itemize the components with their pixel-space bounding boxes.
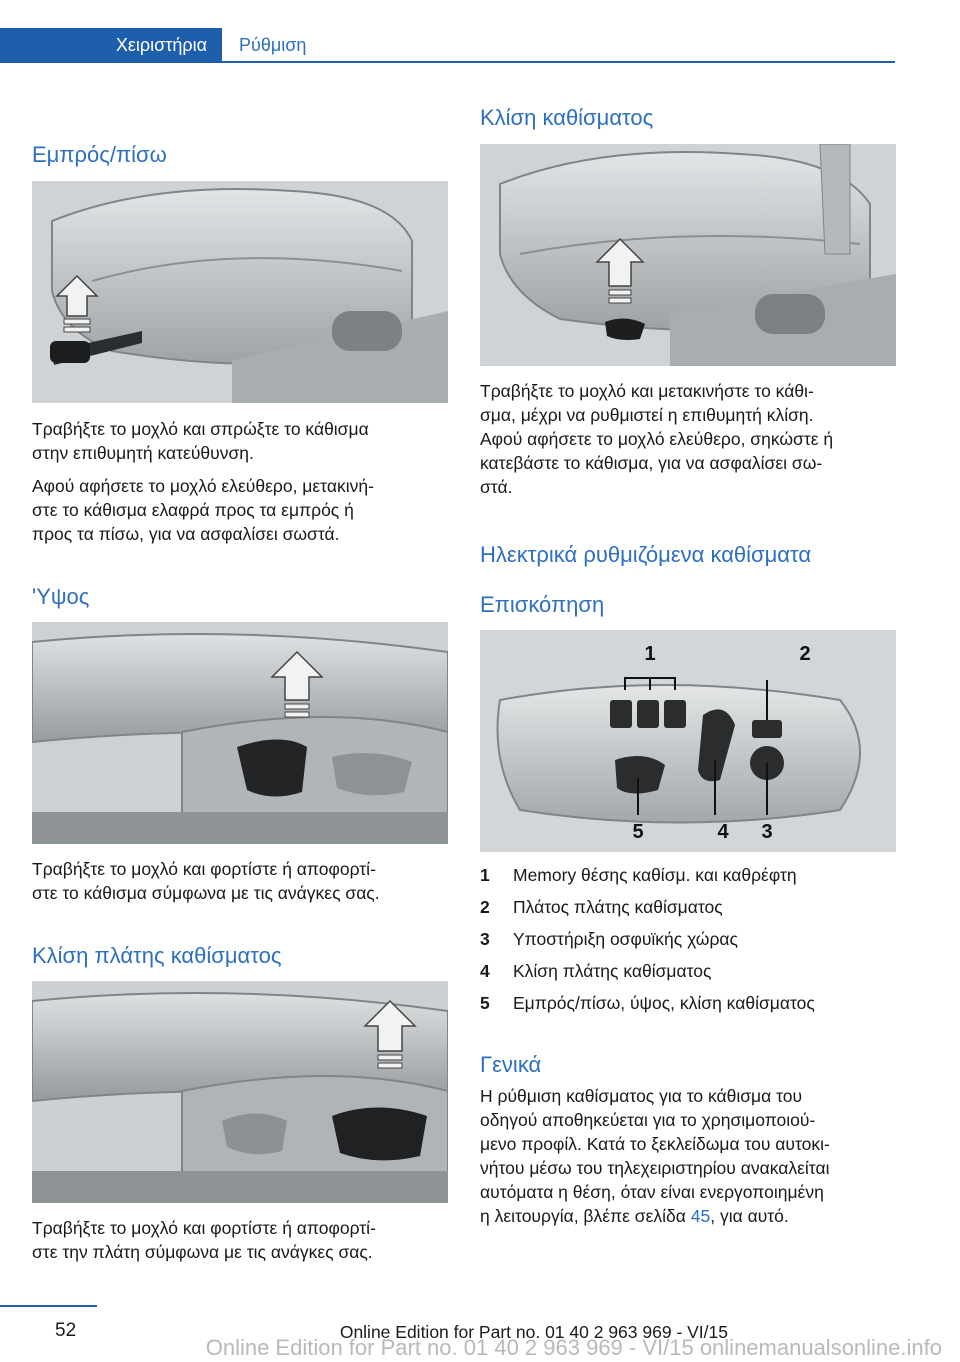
left-para-1-line-2: στην επιθυμητή κατεύθυνση.	[32, 443, 254, 463]
right-para-2-line-4: νήτου μέσω του τηλεχειριστηρίου ανακαλεί…	[480, 1158, 830, 1178]
tab-adjustment[interactable]: Ρύθμιση	[239, 35, 307, 55]
right-para-1-line-5: στά.	[480, 477, 513, 497]
right-para-2-line-1: Η ρύθμιση καθίσματος για το κάθισμα του	[480, 1086, 803, 1106]
backrest-tilt-image	[32, 981, 448, 1203]
seat-tilt-image	[480, 144, 896, 366]
left-para-2-line-2: στε το κάθισμα ελαφρά προς τα εμπρός ή	[32, 500, 354, 520]
left-para-2-line-1: Αφού αφήσετε το μοχλό ελεύθερο, μετακινή…	[32, 476, 374, 496]
right-para-2-line-5: αυτόματα η θέση, όταν είναι ενεργοποιημέ…	[480, 1182, 824, 1202]
page-header: Χειριστήρια Ρύθμιση	[0, 0, 895, 64]
overview-label-5: 5	[632, 821, 643, 843]
seat-forward-back-image	[32, 181, 448, 403]
overview-label-4: 4	[717, 821, 729, 843]
edition-note: Online Edition for Part no. 01 40 2 963 …	[339, 1322, 728, 1342]
heading-seat-tilt: Κλίση καθίσματος	[480, 105, 654, 130]
footer-rule	[0, 1305, 97, 1307]
right-para-1-line-4: κατεβάστε το κάθισμα, για να ασφαλίσει σ…	[480, 453, 823, 473]
heading-forward-back: Εμπρός/πίσω	[32, 142, 167, 167]
heading-general: Γενικά	[480, 1052, 542, 1077]
right-para-2-line-6: η λειτουργία, βλέπε σελίδα 45, για αυτό.	[480, 1206, 789, 1226]
header-rule	[0, 61, 895, 63]
right-para-1-line-1: Τραβήξτε το μοχλό και μετακινήστε το κάθ…	[480, 381, 814, 401]
overview-label-2: 2	[799, 643, 810, 665]
overview-label-3: 3	[761, 821, 772, 843]
right-para-2-line-3: μενο προφίλ. Κατά το ξεκλείδωμα του αυτο…	[480, 1134, 830, 1154]
left-para-1-line-1: Τραβήξτε το μοχλό και σπρώξτε το κάθισμα	[32, 419, 369, 439]
page-number: 52	[55, 1320, 77, 1341]
overview-label-1: 1	[644, 643, 655, 665]
left-para-4-line-1: Τραβήξτε το μοχλό και φορτίστε ή αποφορτ…	[32, 1218, 376, 1238]
page-link-45[interactable]: 45	[690, 1206, 711, 1226]
tab-controls[interactable]: Χειριστήρια	[0, 28, 222, 62]
heading-height: 'Υψος	[32, 584, 90, 609]
heading-electric-seats: Ηλεκτρικά ρυθμιζόμενα καθίσματα	[480, 542, 812, 567]
left-para-3-line-2: στε το κάθισμα σύμφωνα με τις ανάγκες σα…	[32, 883, 380, 903]
right-para-1-line-3: Αφού αφήσετε το μοχλό ελεύθερο, σηκώστε …	[480, 429, 834, 449]
seat-height-image	[32, 622, 448, 844]
left-para-3-line-1: Τραβήξτε το μοχλό και φορτίστε ή αποφορτ…	[32, 859, 376, 879]
heading-overview: Επισκόπηση	[480, 592, 605, 617]
seat-controls-overview-image: 1 2 3 4 5	[480, 630, 896, 852]
left-para-2-line-3: προς τα πίσω, για να ασφαλίσει σωστά.	[32, 524, 340, 544]
heading-backrest-tilt: Κλίση πλάτης καθίσματος	[32, 943, 282, 968]
watermark: Online Edition for Part no. 01 40 2 963 …	[205, 1335, 942, 1360]
right-para-1-line-2: σμα, μέχρι να ρυθμιστεί η επιθυμητή κλίσ…	[480, 405, 814, 425]
right-para-2-line-2: οδηγού αποθηκεύεται για το χρησιμοποιού‐	[480, 1110, 816, 1130]
left-para-4-line-2: στε την πλάτη σύμφωνα με τις ανάγκες σας…	[32, 1242, 373, 1262]
